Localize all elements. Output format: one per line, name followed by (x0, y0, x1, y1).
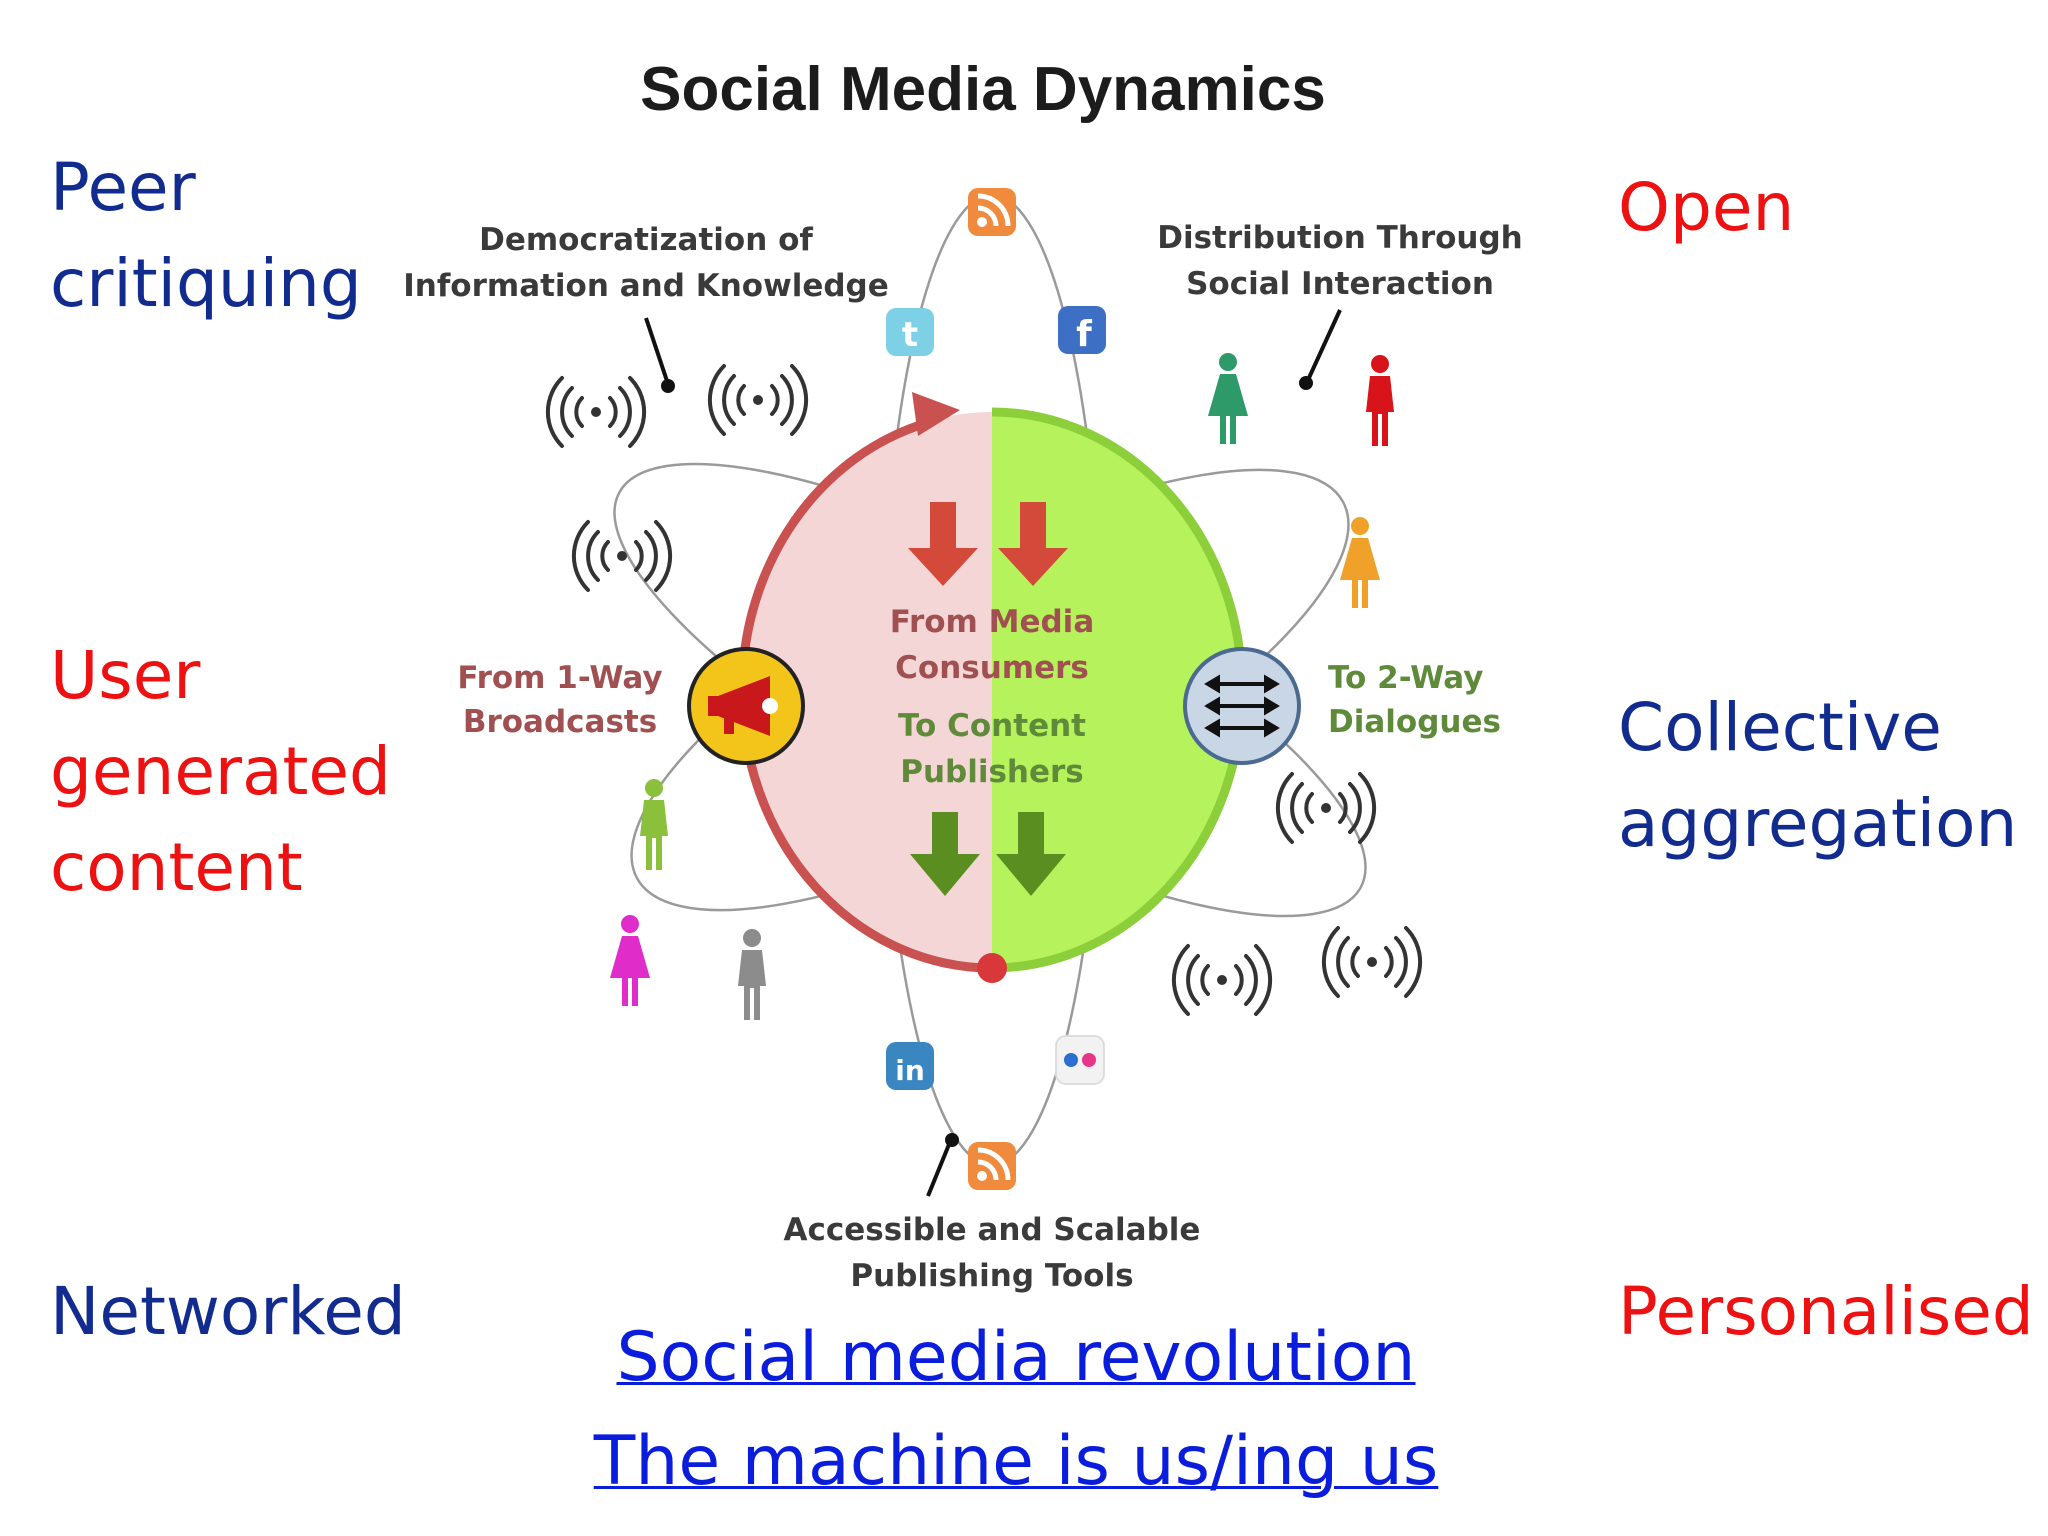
svg-text:f: f (1076, 314, 1092, 355)
distribution-pointer (1306, 309, 1342, 381)
to-dialogues-line-1: To 2-Way (1328, 660, 1483, 696)
ugc-line-1: User (50, 637, 201, 714)
networked-label: Networked (50, 1273, 406, 1350)
rss-icon-top (968, 188, 1016, 236)
person-female-magenta-icon (610, 915, 650, 1006)
central-sphere: From Media Consumers To Content Publishe… (737, 392, 1247, 983)
megaphone-icon (687, 647, 805, 765)
cycle-start-dot (977, 953, 1007, 983)
down-arrows-red (908, 502, 1068, 586)
wireless-waves-icon (707, 364, 809, 436)
facebook-icon: f (1058, 306, 1106, 355)
distribution-pointer-dot (1299, 376, 1313, 390)
rss-icon-bottom (968, 1142, 1016, 1190)
wireless-waves-icon (1275, 772, 1377, 844)
collective-aggregation-label: Collective aggregation (1618, 680, 2017, 872)
personalised-label: Personalised (1618, 1273, 2034, 1350)
person-male-green-icon (640, 779, 668, 870)
peer-critiquing-label: Peer critiquing (50, 140, 362, 332)
linkedin-icon: in (886, 1042, 934, 1090)
peer-critiquing-line-1: Peer (50, 149, 196, 226)
open-label: Open (1618, 169, 1795, 246)
ugc-line-2: generated (50, 733, 391, 810)
wireless-waves-icon (1171, 944, 1273, 1016)
from-consumers-line-2: Consumers (895, 650, 1089, 686)
distribution-line-1: Distribution Through (1157, 220, 1523, 256)
svg-text:t: t (902, 315, 918, 355)
peer-critiquing-line-2: critiquing (50, 245, 362, 322)
two-way-arrows-icon (1183, 647, 1301, 765)
wireless-waves-icon (571, 520, 673, 592)
person-male-red-icon (1366, 355, 1394, 446)
to-publishers-line-1: To Content (898, 708, 1086, 744)
democratization-line-2: Information and Knowledge (403, 268, 889, 304)
cycle-arrowhead (912, 392, 960, 436)
ugc-line-3: content (50, 829, 303, 906)
to-dialogues-line-2: Dialogues (1328, 704, 1501, 740)
democratization-pointer (644, 317, 670, 385)
collective-line-2: aggregation (1618, 785, 2018, 862)
twitter-icon: t (886, 308, 934, 356)
wireless-waves-icon (1321, 926, 1423, 998)
collective-line-1: Collective (1618, 689, 1942, 766)
to-publishers-line-2: Publishers (900, 754, 1084, 790)
from-broadcasts-line-1: From 1-Way (457, 660, 662, 696)
accessible-line-1: Accessible and Scalable (784, 1212, 1201, 1248)
democratization-pointer-dot (661, 379, 675, 393)
user-generated-content-label: User generated content (50, 628, 391, 916)
wireless-waves-icon (545, 376, 647, 448)
from-broadcasts-line-2: Broadcasts (463, 704, 657, 740)
flickr-icon (1055, 1035, 1105, 1085)
machine-is-using-us-link[interactable]: The machine is us/ing us (593, 1422, 1439, 1501)
accessible-pointer (926, 1141, 952, 1197)
social-media-revolution-link[interactable]: Social media revolution (616, 1318, 1416, 1397)
down-arrows-green (910, 812, 1066, 896)
from-consumers-line-1: From Media (890, 604, 1094, 640)
distribution-line-2: Social Interaction (1186, 266, 1494, 302)
person-female-teal-icon (1208, 353, 1248, 444)
person-male-gray-icon (738, 929, 766, 1020)
diagram-title: Social Media Dynamics (640, 55, 1326, 124)
person-female-orange-icon (1340, 517, 1380, 608)
accessible-pointer-dot (945, 1133, 959, 1147)
democratization-line-1: Democratization of (479, 222, 813, 258)
svg-text:in: in (895, 1054, 925, 1087)
accessible-line-2: Publishing Tools (850, 1258, 1133, 1294)
